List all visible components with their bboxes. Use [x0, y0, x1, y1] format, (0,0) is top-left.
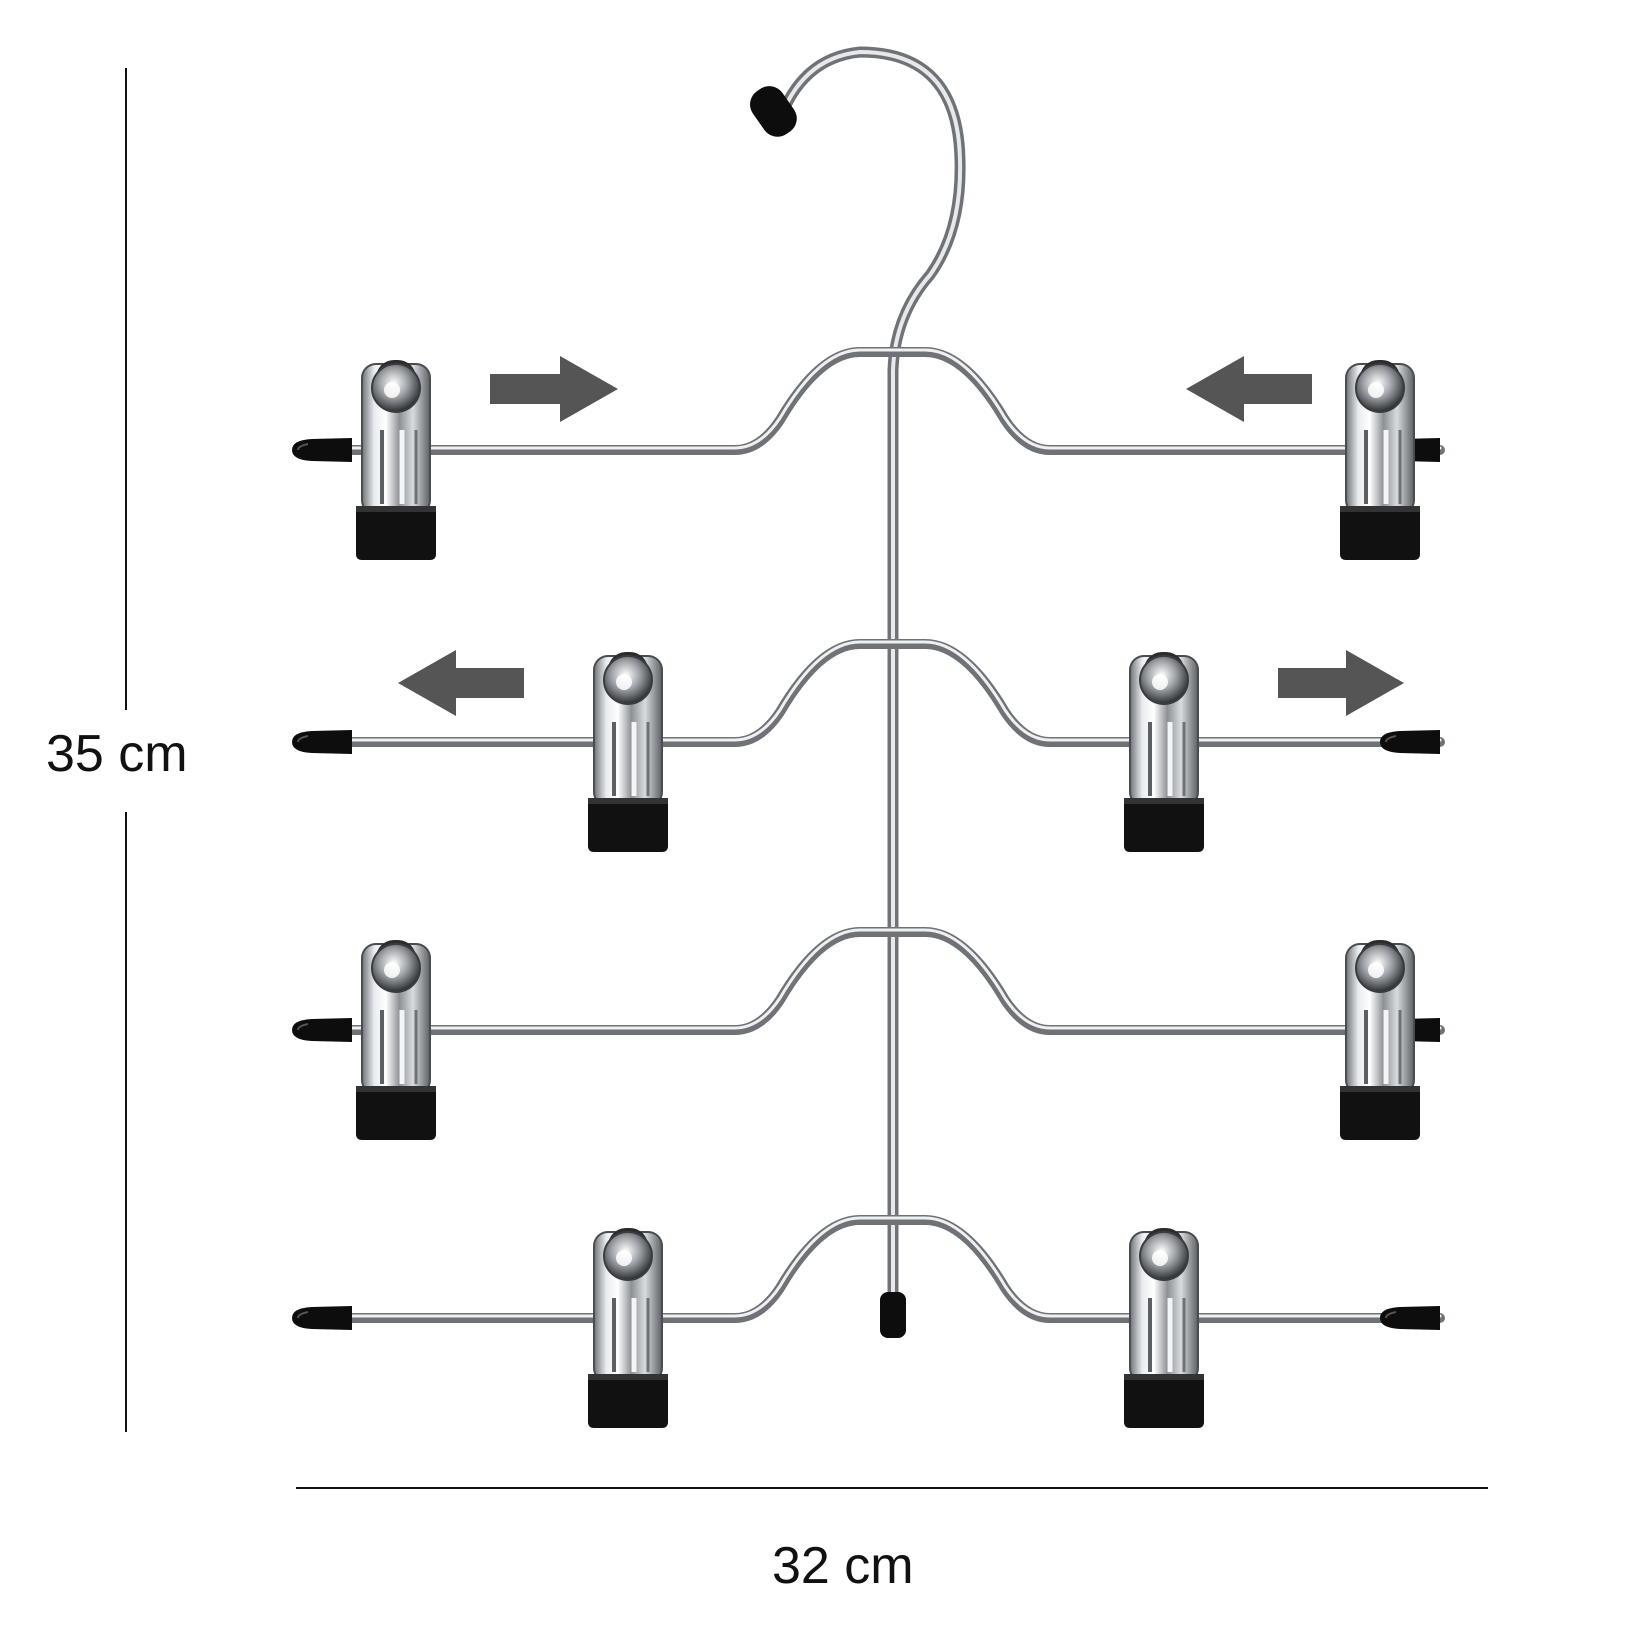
clip[interactable] [1124, 652, 1204, 852]
tier-1-bar [291, 347, 1445, 560]
clip[interactable] [588, 1228, 668, 1428]
arrow-right-icon [490, 356, 618, 422]
hanger-hook [750, 46, 966, 1338]
clip[interactable] [588, 652, 668, 852]
arrow-left-icon [1186, 356, 1312, 422]
clip[interactable] [356, 360, 436, 560]
adjustment-arrows [398, 356, 1404, 716]
width-label: 32 cm [772, 1537, 914, 1595]
tier-2-bar [291, 639, 1445, 852]
clip[interactable] [1124, 1228, 1204, 1428]
hanger-tiers [291, 347, 1445, 1428]
tier-4-bar [291, 1215, 1445, 1428]
clip[interactable] [1340, 360, 1420, 560]
clip[interactable] [1340, 940, 1420, 1140]
tier-3-bar [291, 927, 1445, 1140]
arrow-right-icon [1278, 650, 1404, 716]
stem-end-cap [880, 1292, 906, 1338]
arrow-left-icon [398, 650, 524, 716]
height-label: 35 cm [46, 725, 188, 783]
clip[interactable] [356, 940, 436, 1140]
